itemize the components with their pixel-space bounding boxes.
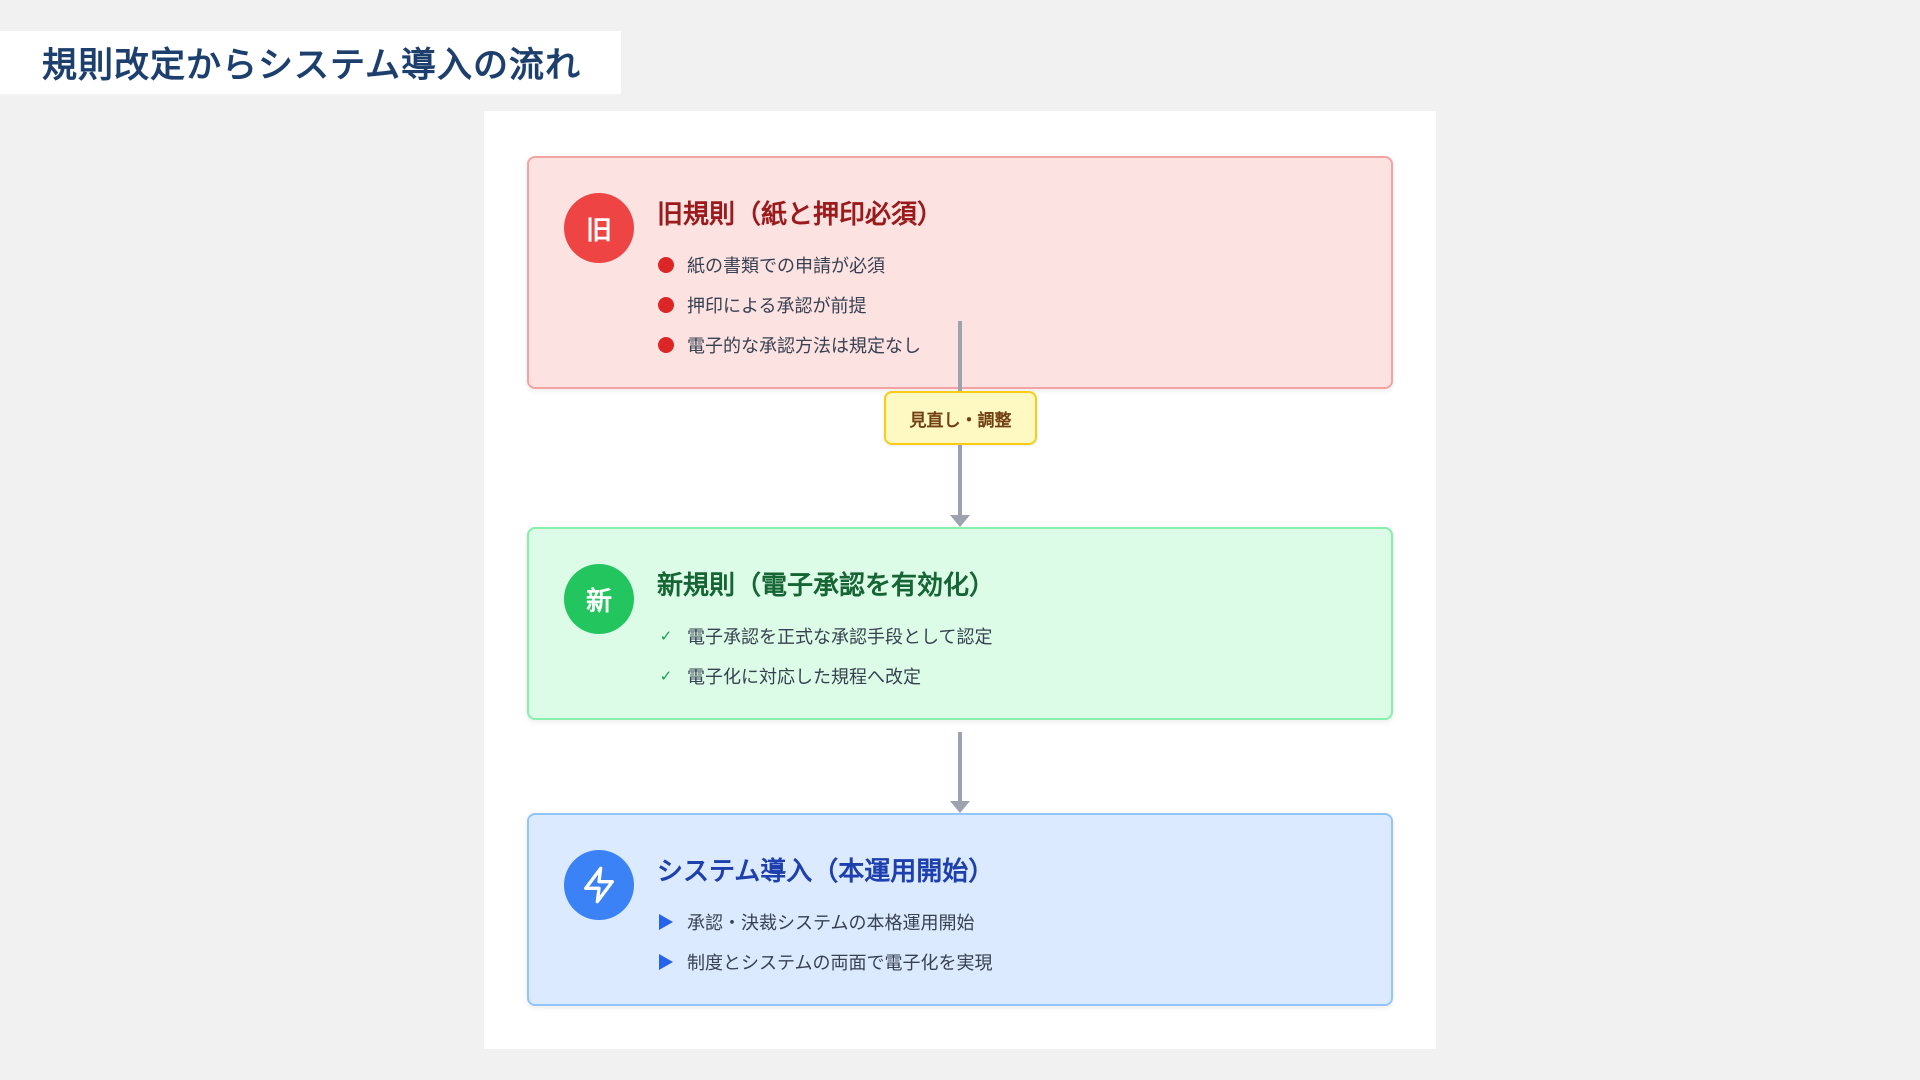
bullet-dot-icon (657, 337, 675, 353)
old-rule-item: 電子的な承認方法は規定なし (657, 325, 921, 365)
new-rule-title: 新規則（電子承認を有効化） (657, 571, 996, 601)
system-list: 承認・決裁システムの本格運用開始 制度とシステムの両面で電子化を実現 (657, 902, 992, 982)
new-rule-item: ✓ 電子化に対応した規程へ改定 (657, 656, 992, 696)
new-rule-card: 新 新規則（電子承認を有効化） ✓ 電子承認を正式な承認手段として認定 ✓ 電子… (527, 527, 1393, 720)
page-title: 規則改定からシステム導入の流れ (42, 46, 581, 86)
bullet-dot-icon (657, 257, 675, 273)
old-rule-item-text: 押印による承認が前提 (687, 296, 867, 317)
arrow-down-icon (950, 801, 970, 813)
system-item-text: 承認・決裁システムの本格運用開始 (687, 913, 975, 934)
old-rule-item-text: 電子的な承認方法は規定なし (687, 336, 921, 357)
triangle-bullet-icon (657, 954, 675, 970)
old-rule-list: 紙の書類での申請が必須 押印による承認が前提 電子的な承認方法は規定なし (657, 245, 921, 365)
old-rule-title: 旧規則（紙と押印必須） (657, 200, 944, 230)
new-rule-item-text: 電子承認を正式な承認手段として認定 (687, 627, 993, 648)
arrow-down-icon (950, 515, 970, 527)
system-item-text: 制度とシステムの両面で電子化を実現 (687, 953, 993, 974)
old-rule-item: 押印による承認が前提 (657, 285, 921, 325)
flow-diagram-panel: 旧 旧規則（紙と押印必須） 紙の書類での申請が必須 押印による承認が前提 電子的… (484, 111, 1436, 1049)
connector-line-new (958, 732, 962, 801)
new-rule-item: ✓ 電子承認を正式な承認手段として認定 (657, 616, 993, 656)
new-rule-item-text: 電子化に対応した規程へ改定 (687, 667, 921, 688)
triangle-bullet-icon (657, 914, 675, 930)
check-icon: ✓ (659, 667, 673, 685)
bullet-dot-icon (657, 297, 675, 313)
old-rule-item-text: 紙の書類での申請が必須 (687, 256, 885, 277)
lightning-icon (564, 850, 634, 920)
transition-label: 見直し・調整 (884, 391, 1037, 445)
connector-line-old-top (958, 321, 962, 391)
system-item: 承認・決裁システムの本格運用開始 (657, 902, 992, 942)
system-title: システム導入（本運用開始） (657, 857, 995, 887)
system-item: 制度とシステムの両面で電子化を実現 (657, 942, 992, 982)
old-rule-badge: 旧 (564, 193, 634, 263)
check-icon: ✓ (659, 627, 673, 645)
new-rule-badge: 新 (564, 564, 634, 634)
old-rule-item: 紙の書類での申請が必須 (657, 245, 921, 285)
page-title-box: 規則改定からシステム導入の流れ (0, 31, 621, 94)
system-card: システム導入（本運用開始） 承認・決裁システムの本格運用開始 制度とシステムの両… (527, 813, 1393, 1006)
new-rule-list: ✓ 電子承認を正式な承認手段として認定 ✓ 電子化に対応した規程へ改定 (657, 616, 993, 696)
connector-line-old-bottom (958, 445, 962, 515)
